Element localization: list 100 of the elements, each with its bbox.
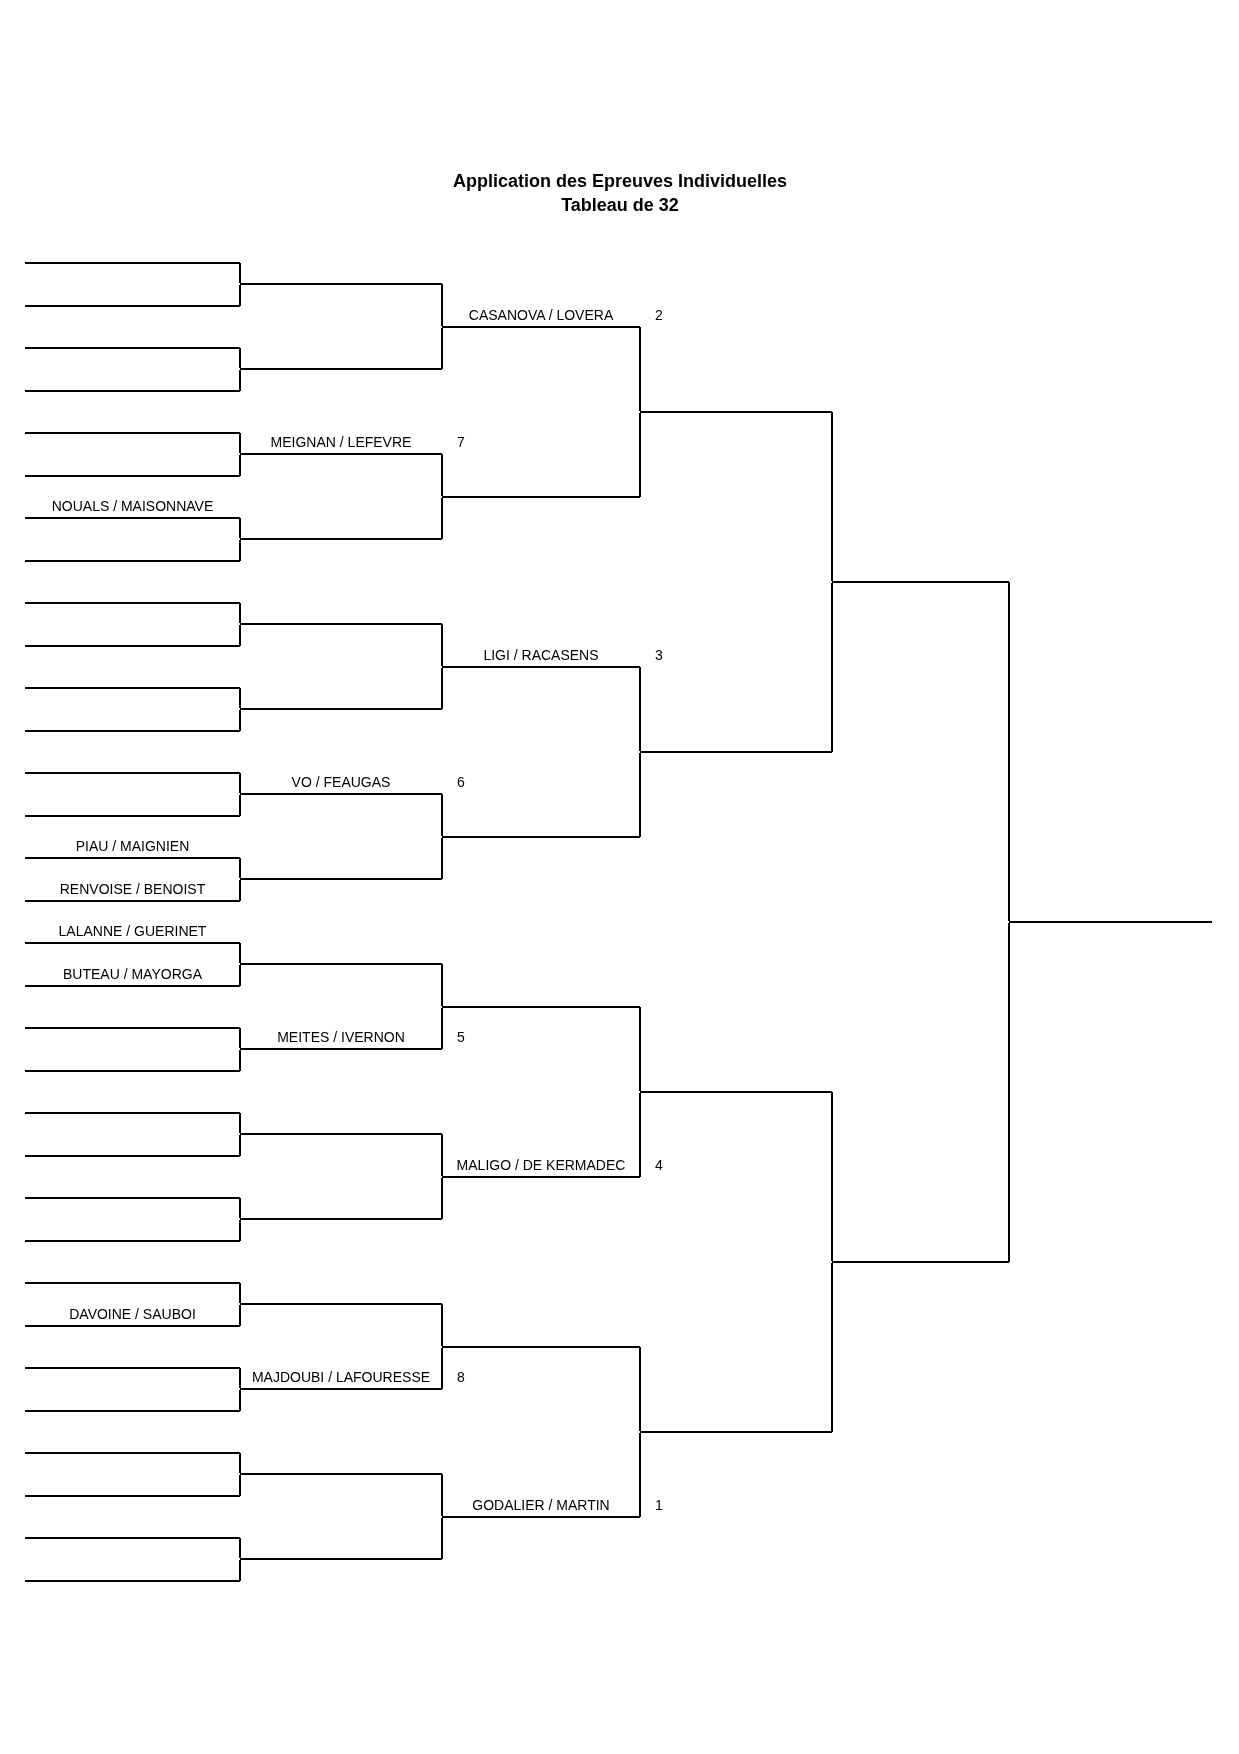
bracket-line — [25, 347, 240, 349]
bracket-connector — [441, 793, 443, 837]
bracket-connector — [239, 262, 241, 284]
bracket-line — [640, 1431, 832, 1433]
bracket-line — [25, 1070, 240, 1072]
seed-number: 2 — [655, 307, 663, 323]
seed-number: 1 — [655, 1497, 663, 1513]
bracket-line — [640, 411, 832, 413]
bracket-line — [240, 708, 442, 710]
bracket-connector — [831, 411, 833, 582]
bracket-connector — [239, 1027, 241, 1049]
bracket-line — [832, 1261, 1009, 1263]
bracket-connector — [239, 1112, 241, 1134]
bracket-connector — [239, 1197, 241, 1219]
bracket-line — [25, 1027, 240, 1029]
bracket-connector — [1008, 922, 1010, 1263]
bracket-line — [442, 496, 640, 498]
team-name: MEIGNAN / LEFEVRE — [270, 434, 412, 450]
bracket-connector — [239, 709, 241, 732]
bracket-line — [25, 560, 240, 562]
seed-number: 3 — [655, 647, 663, 663]
bracket-connector — [239, 539, 241, 562]
bracket-slot — [25, 965, 240, 987]
bracket-connector — [239, 1389, 241, 1412]
title: Application des Epreuves Individuelles — [452, 171, 788, 192]
bracket-line — [25, 390, 240, 392]
bracket-line — [25, 1452, 240, 1454]
bracket-connector — [239, 284, 241, 307]
bracket-slot — [25, 837, 240, 859]
seed-number: 8 — [457, 1369, 465, 1385]
bracket-connector — [239, 517, 241, 539]
bracket-connector — [239, 857, 241, 879]
bracket-line — [25, 1367, 240, 1369]
bracket-line — [240, 1133, 442, 1135]
bracket-line — [25, 1240, 240, 1242]
team-name: RENVOISE / BENOIST — [59, 881, 206, 897]
bracket-connector — [239, 624, 241, 647]
bracket-connector — [441, 963, 443, 1007]
bracket-connector — [639, 666, 641, 752]
bracket-connector — [831, 582, 833, 753]
bracket-connector — [441, 453, 443, 497]
bracket-line — [25, 1282, 240, 1284]
bracket-line — [25, 815, 240, 817]
team-name: DAVOINE / SAUBOI — [69, 1306, 196, 1322]
bracket-connector — [239, 1367, 241, 1389]
bracket-line — [240, 963, 442, 965]
bracket-line — [442, 836, 640, 838]
bracket-line — [25, 645, 240, 647]
bracket-line — [240, 1473, 442, 1475]
seed-number: 4 — [655, 1157, 663, 1173]
team-name: MALIGO / DE KERMADEC — [456, 1157, 626, 1173]
bracket-connector — [239, 942, 241, 964]
bracket-line — [25, 475, 240, 477]
bracket-connector — [441, 623, 443, 667]
bracket-connector — [639, 1432, 641, 1518]
bracket-connector — [441, 837, 443, 880]
bracket-connector — [441, 1007, 443, 1050]
bracket-connector — [1008, 581, 1010, 922]
bracket-connector — [239, 879, 241, 902]
bracket-line — [25, 687, 240, 689]
bracket-slot — [25, 880, 240, 902]
bracket-connector — [239, 1537, 241, 1559]
bracket-line — [240, 283, 442, 285]
bracket-connector — [441, 1303, 443, 1347]
bracket-connector — [239, 794, 241, 817]
bracket-connector — [639, 1092, 641, 1178]
team-name: MAJDOUBI / LAFOURESSE — [251, 1369, 431, 1385]
bracket-connector — [639, 326, 641, 412]
team-name: VO / FEAUGAS — [291, 774, 391, 790]
bracket-line — [240, 1558, 442, 1560]
bracket-connector — [831, 1262, 833, 1433]
bracket-line — [25, 772, 240, 774]
bracket-line — [1009, 921, 1212, 923]
bracket-connector — [239, 1282, 241, 1304]
bracket-connector — [441, 1177, 443, 1220]
bracket-connector — [239, 454, 241, 477]
team-name: LALANNE / GUERINET — [58, 923, 207, 939]
bracket-connector — [441, 667, 443, 710]
bracket-line — [25, 1197, 240, 1199]
team-name: CASANOVA / LOVERA — [468, 307, 614, 323]
bracket-connector — [239, 347, 241, 369]
seed-number: 6 — [457, 774, 465, 790]
bracket-connector — [441, 1347, 443, 1390]
bracket-connector — [639, 752, 641, 838]
bracket-line — [240, 1303, 442, 1305]
bracket-connector — [639, 1346, 641, 1432]
bracket-line — [240, 878, 442, 880]
bracket-connector — [239, 1452, 241, 1474]
bracket-line — [640, 751, 832, 753]
bracket-line — [240, 623, 442, 625]
bracket-line — [240, 538, 442, 540]
bracket-line — [25, 730, 240, 732]
bracket-connector — [239, 1049, 241, 1072]
subtitle: Tableau de 32 — [561, 195, 679, 216]
team-name: MEITES / IVERNON — [277, 1029, 405, 1045]
bracket-connector — [441, 1473, 443, 1517]
bracket-slot — [25, 1305, 240, 1327]
bracket-connector — [831, 1091, 833, 1262]
bracket-connector — [239, 432, 241, 454]
bracket-connector — [239, 1304, 241, 1327]
